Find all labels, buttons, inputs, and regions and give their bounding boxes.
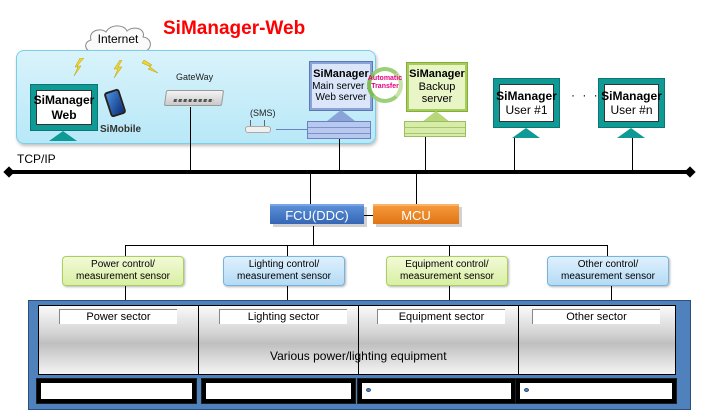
sensor-bus-line [125,245,608,246]
simobile-label: SiMobile [100,124,142,135]
user-monitor: SiManager User #n [598,78,665,128]
equipment-slot [36,378,197,404]
monitor-screen: SiManager User #n [601,84,662,122]
wireless-signal-icon [142,59,159,74]
sensor-line2: measurement sensor [561,271,655,282]
fcu-link-line [310,174,311,204]
user-subtitle: User #1 [505,103,548,117]
other-sensor-box: Other control/ measurement sensor [547,256,669,286]
sensor-to-panel-line [125,286,126,300]
server-base [404,121,466,137]
equipment-slot [515,378,677,404]
sector-divider [198,305,199,375]
monitor-subtitle: Web [51,107,77,122]
power-sensor-box: Power control/ measurement sensor [62,256,184,286]
user1-link-line [514,138,515,171]
cloud-icon [85,25,151,53]
sensor-to-panel-line [287,286,288,300]
main-server-title: SiManager [313,68,369,81]
sector-label-equipment: Equipment sector [377,309,505,324]
user-title: SiManager [496,88,557,103]
backup-server-line1: Backup [418,80,456,93]
antenna [250,120,251,127]
usern-link-line [632,138,633,171]
monitor-screen: SiManager User #1 [496,84,557,122]
antenna [264,120,265,127]
indicator-dot-icon [366,388,371,392]
wireless-signal-icon [113,60,123,78]
gateway-link-line [190,107,191,171]
monitor-stand [617,128,645,138]
main-server-line1: Main server / [312,80,370,92]
monitor-stand [422,111,450,122]
equipment-slot [201,378,356,404]
cloud-label: Internet [97,32,139,46]
backup-server-link-line [425,137,426,171]
tcp-ip-backbone [8,170,692,174]
sensor-line1: Power control/ [91,258,155,270]
monitor-stand [49,131,77,141]
sensor-drop-line [449,245,450,257]
backbone-end-right [684,166,696,178]
gateway-label: GateWay [176,72,214,82]
sensor-drop-line [607,245,608,257]
sensor-line2: measurement sensor [400,271,494,282]
mcu-link-line [416,174,417,204]
backup-server-line2: server [421,93,453,106]
sensor-line2: measurement sensor [237,271,331,282]
user-monitor: SiManager User #1 [493,78,560,128]
sms-link-line [276,129,307,130]
user-title: SiManager [601,88,662,103]
ellipsis: · · · [571,88,600,102]
monitor-stand [512,128,540,138]
diagram-title: SiManager-Web [163,18,306,39]
router-icon [163,90,225,106]
sector-label-lighting: Lighting sector [219,309,347,324]
sensor-to-panel-line [449,286,450,300]
sector-label-power: Power sector [59,309,177,324]
monitor-stand [327,110,355,121]
server-base [307,121,371,139]
wireless-signal-icon [73,58,85,76]
sync-cycle-icon [367,67,403,103]
equipment-label: Various power/lighting equipment [270,349,447,363]
sensor-drop-line [287,245,288,257]
wireless-router-icon [245,126,271,133]
indicator-dot-icon [524,388,529,392]
backbone-end-left [3,166,15,178]
sector-divider [518,305,519,375]
sector-label-other: Other sector [532,309,660,324]
equipment-slot [357,378,516,404]
sensor-line1: Lighting control/ [248,258,320,270]
tcp-ip-label: TCP/IP [17,152,56,166]
sensor-line1: Equipment control/ [405,258,489,270]
user-subtitle: User #n [610,103,653,117]
equipment-sensor-box: Equipment control/ measurement sensor [386,256,508,286]
automatic-transfer-label: Automatic Transfer [362,75,408,92]
main-server-link-line [339,139,340,171]
fcu-mcu-link [364,215,373,216]
backup-server-title: SiManager [409,68,465,81]
transfer-line1: Automatic [367,75,403,82]
sensor-line1: Other control/ [577,258,639,270]
sector-divider [358,305,359,375]
transfer-line2: Transfer [371,83,399,91]
fcu-ddc-controller: FCU(DDC) [270,204,364,224]
sensor-drop-line [125,245,126,257]
sms-label: (SMS) [250,108,276,118]
sensor-to-panel-line [611,286,612,300]
lighting-sensor-box: Lighting control/ measurement sensor [223,256,345,286]
sensor-trunk-line [313,226,314,246]
monitor-title: SiManager [33,93,95,108]
simanager-web-monitor: SiManager Web [30,84,98,131]
sensor-line2: measurement sensor [76,271,170,282]
backup-server-monitor: SiManager Backup server [406,62,468,112]
monitor-screen: SiManager Web [33,90,95,125]
main-server-line2: Web server [315,92,367,104]
mcu-controller: MCU [373,204,459,224]
